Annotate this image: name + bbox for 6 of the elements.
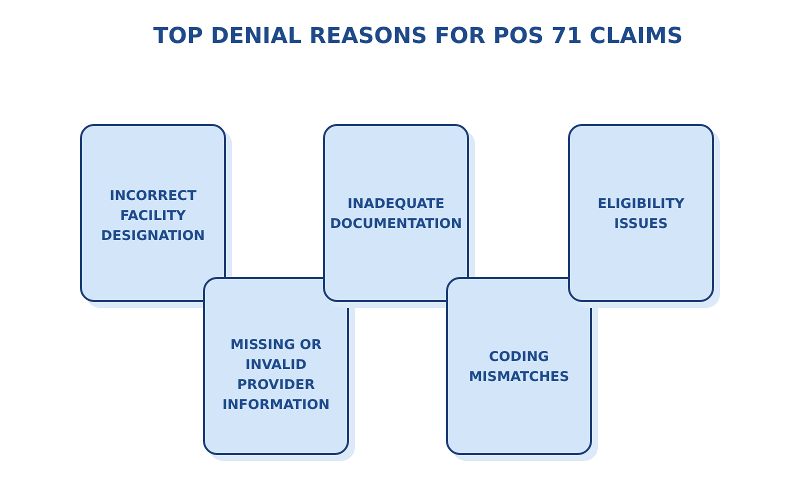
card-text: INADEQUATE DOCUMENTATION bbox=[328, 195, 464, 234]
card-text: INCORRECT FACILITY DESIGNATION bbox=[100, 187, 206, 246]
card-text: CODING MISMATCHES bbox=[468, 348, 570, 387]
card-text: ELIGIBILITY ISSUES bbox=[596, 195, 686, 234]
card-text: MISSING OR INVALID PROVIDER INFORMATION bbox=[221, 336, 331, 415]
title: TOP DENIAL REASONS FOR POS 71 CLAIMS bbox=[152, 24, 684, 49]
